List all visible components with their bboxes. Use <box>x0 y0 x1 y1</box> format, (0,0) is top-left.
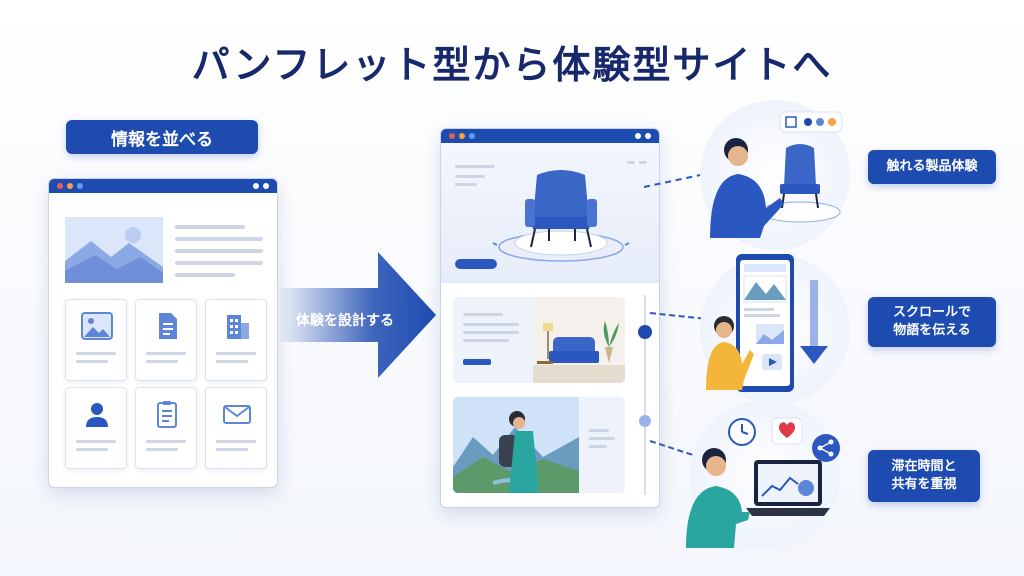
info-card-mail <box>205 387 267 469</box>
scroll-story-illustration <box>706 254 828 392</box>
user-icon <box>86 403 108 427</box>
left-label: 情報を並べる <box>66 120 258 154</box>
product-interaction-illustration <box>710 111 843 238</box>
window-titlebar <box>441 129 659 143</box>
landscape-image <box>65 217 163 283</box>
building-icon <box>227 315 249 339</box>
chair-3d-view <box>492 170 630 262</box>
info-card-clipboard <box>135 387 197 469</box>
cta-button[interactable] <box>455 259 497 269</box>
info-card-document <box>135 299 197 381</box>
info-card-user <box>65 387 127 469</box>
arrow-label: 体験を設計する <box>296 313 394 329</box>
scroll-dot-active[interactable] <box>638 325 652 339</box>
pamphlet-window <box>48 178 278 488</box>
document-icon <box>159 313 177 339</box>
mail-icon <box>223 405 251 424</box>
info-card-image <box>65 299 127 381</box>
engagement-illustration <box>686 417 840 548</box>
story-card-living-room <box>453 297 625 383</box>
scroll-dot[interactable] <box>639 415 651 427</box>
info-card-building <box>205 299 267 381</box>
feature-label-product: 触れる製品体験 <box>868 150 996 184</box>
image-icon <box>81 312 113 340</box>
window-titlebar <box>49 179 277 193</box>
feature-label-engagement: 滞在時間と 共有を重視 <box>868 450 980 502</box>
sofa-room-image <box>533 297 625 383</box>
experience-window <box>440 128 660 508</box>
story-card-hiker <box>453 397 625 493</box>
clipboard-icon <box>157 401 177 428</box>
hiker-landscape-image <box>453 397 579 493</box>
feature-label-scroll: スクロールで 物語を伝える <box>868 297 996 347</box>
transform-arrow <box>280 252 436 378</box>
page-title: パンフレット型から体験型サイトへ <box>191 43 833 87</box>
scroll-track <box>644 295 646 495</box>
